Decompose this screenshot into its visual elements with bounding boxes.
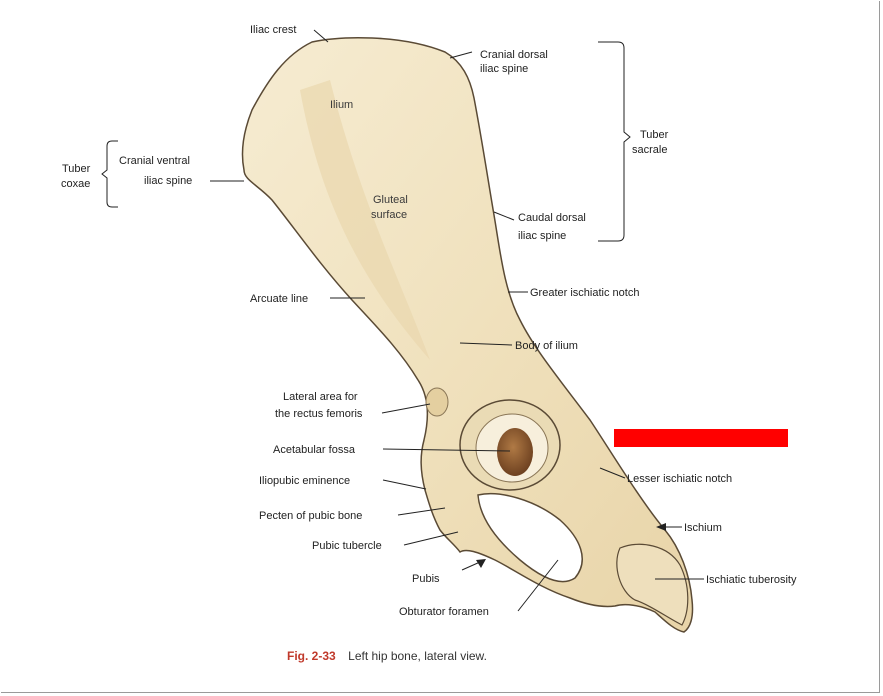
label-pubic-tubercle: Pubic tubercle xyxy=(312,540,382,552)
label-tuber-sacrale-1: Tuber xyxy=(640,129,669,141)
pubis-arrowhead xyxy=(476,559,486,568)
acetabular-fossa-shape xyxy=(497,428,533,476)
label-iliac-crest: Iliac crest xyxy=(250,24,296,36)
label-lateral-area-1: Lateral area for xyxy=(283,391,358,403)
label-caudal-dorsal-2: iliac spine xyxy=(518,230,566,242)
tuber-coxae-bracket xyxy=(101,140,118,208)
label-arcuate-line: Arcuate line xyxy=(250,293,308,305)
label-ischium: Ischium xyxy=(684,522,722,534)
ischium-arrowhead xyxy=(656,523,666,531)
label-pecten-of-pubic-bone: Pecten of pubic bone xyxy=(259,510,362,522)
label-cranial-ventral-2: iliac spine xyxy=(144,175,192,187)
label-lateral-area-2: the rectus femoris xyxy=(275,408,363,420)
label-obturator-foramen: Obturator foramen xyxy=(399,606,489,618)
label-cranial-dorsal-2: iliac spine xyxy=(480,63,528,75)
label-gluteal-1: Gluteal xyxy=(373,194,408,206)
pubic-tubercle-leader xyxy=(403,531,459,546)
label-gluteal-2: surface xyxy=(371,209,407,221)
pecten-leader xyxy=(397,507,446,516)
iliopubic-eminence-leader xyxy=(382,479,427,490)
lateral-area-leader xyxy=(381,403,431,414)
label-tuber-coxae-2: coxae xyxy=(61,178,90,190)
body-of-ilium-leader xyxy=(459,342,513,346)
obturator-foramen-leader xyxy=(517,559,559,612)
rectus-femoris-area xyxy=(425,387,449,417)
label-ischiatic-tuberosity: Ischiatic tuberosity xyxy=(706,574,797,586)
label-iliopubic-eminence: Iliopubic eminence xyxy=(259,475,350,487)
acetabular-fossa-leader xyxy=(382,448,511,452)
caption-number: Fig. 2-33 xyxy=(287,649,336,663)
iliac-crest-leader xyxy=(313,29,329,43)
ischiatic-tuberosity-shape xyxy=(616,543,689,626)
label-body-of-ilium: Body of ilium xyxy=(515,340,578,352)
label-pubis: Pubis xyxy=(412,573,440,585)
cranial-dorsal-leader xyxy=(449,51,473,59)
label-caudal-dorsal-1: Caudal dorsal xyxy=(518,212,586,224)
tuber-sacrale-bracket xyxy=(598,41,631,242)
lesser-ischiatic-notch-leader xyxy=(599,467,626,479)
caption-text: Left hip bone, lateral view. xyxy=(348,649,487,663)
label-ilium: Ilium xyxy=(330,99,353,111)
redaction-box xyxy=(614,429,788,447)
label-greater-ischiatic-notch: Greater ischiatic notch xyxy=(530,287,639,299)
label-lesser-ischiatic-notch: Lesser ischiatic notch xyxy=(627,473,732,485)
figure-caption: Fig. 2-33 Left hip bone, lateral view. xyxy=(287,647,487,664)
label-cranial-ventral-1: Cranial ventral xyxy=(119,155,190,167)
label-acetabular-fossa: Acetabular fossa xyxy=(273,444,356,456)
pubis-leader xyxy=(461,561,481,571)
ilium-shading xyxy=(300,80,430,360)
label-tuber-coxae-1: Tuber xyxy=(62,163,91,175)
label-cranial-dorsal-1: Cranial dorsal xyxy=(480,49,548,61)
label-tuber-sacrale-2: sacrale xyxy=(632,144,667,156)
caudal-dorsal-leader xyxy=(493,211,515,221)
obturator-foramen-shape xyxy=(477,493,583,583)
